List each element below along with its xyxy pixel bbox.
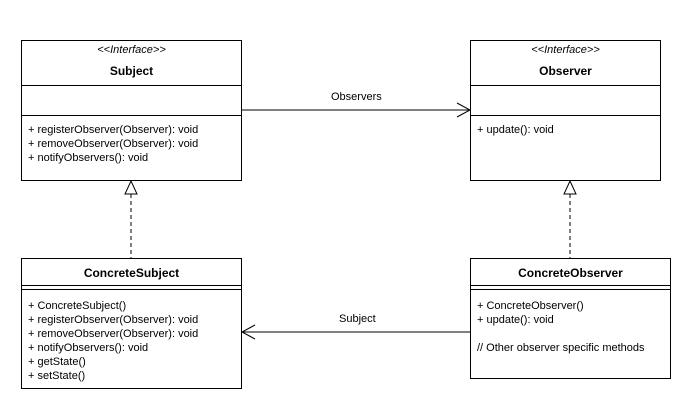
observer-methods: + update(): void [477, 123, 658, 137]
observer-stereotype: <<Interface>> [531, 44, 600, 56]
subject-association-arrowhead [240, 324, 256, 340]
concrete-observer-name-divider [471, 285, 670, 286]
observer-class-name: Observer [539, 64, 592, 78]
concrete-subject-attributes-divider [22, 289, 241, 290]
concrete-observer-realization-triangle [563, 179, 577, 195]
concrete-observer-note: // Other observer specific methods [477, 342, 645, 354]
concrete-subject-method: + ConcreteSubject() [28, 300, 127, 312]
concrete-subject-method: + notifyObservers(): void [28, 342, 149, 354]
subject-method: + registerObserver(Observer): void [28, 124, 199, 136]
subject-edge-label: Subject [339, 313, 376, 325]
observer-interface-box[interactable]: <<Interface>> Observer + update(): void [470, 40, 661, 181]
concrete-observer-class-name: ConcreteObserver [518, 266, 623, 280]
subject-method: + removeObserver(Observer): void [28, 138, 199, 150]
concrete-subject-class-box[interactable]: ConcreteSubject + ConcreteSubject() + re… [21, 258, 242, 389]
concrete-subject-class-name: ConcreteSubject [83, 266, 180, 280]
concrete-subject-method: + getState() [28, 356, 86, 368]
subject-attributes-divider [22, 115, 241, 116]
concrete-observer-method: + update(): void [477, 314, 554, 326]
observer-attributes-divider [471, 115, 660, 116]
subject-method: + notifyObservers(): void [28, 152, 149, 164]
concrete-observer-method: + ConcreteObserver() [477, 300, 584, 312]
subject-methods: + registerObserver(Observer): void + rem… [28, 123, 239, 165]
concrete-observer-class-box[interactable]: ConcreteObserver + ConcreteObserver() + … [470, 258, 671, 379]
observer-name-divider [471, 85, 660, 86]
concrete-observer-methods: + ConcreteObserver() + update(): void [477, 299, 668, 327]
concrete-subject-realization-triangle [124, 179, 138, 195]
subject-class-name: Subject [109, 64, 154, 78]
subject-interface-box[interactable]: <<Interface>> Subject + registerObserver… [21, 40, 242, 181]
concrete-subject-method: + registerObserver(Observer): void [28, 314, 199, 326]
subject-stereotype: <<Interface>> [97, 44, 166, 56]
concrete-observer-attributes-divider [471, 289, 670, 290]
concrete-subject-methods: + ConcreteSubject() + registerObserver(O… [28, 299, 239, 383]
concrete-subject-method: + removeObserver(Observer): void [28, 328, 199, 340]
observers-edge-label: Observers [331, 91, 382, 103]
observer-method: + update(): void [477, 124, 554, 136]
subject-name-divider [22, 85, 241, 86]
concrete-subject-name-divider [22, 285, 241, 286]
concrete-subject-method: + setState() [28, 370, 86, 382]
